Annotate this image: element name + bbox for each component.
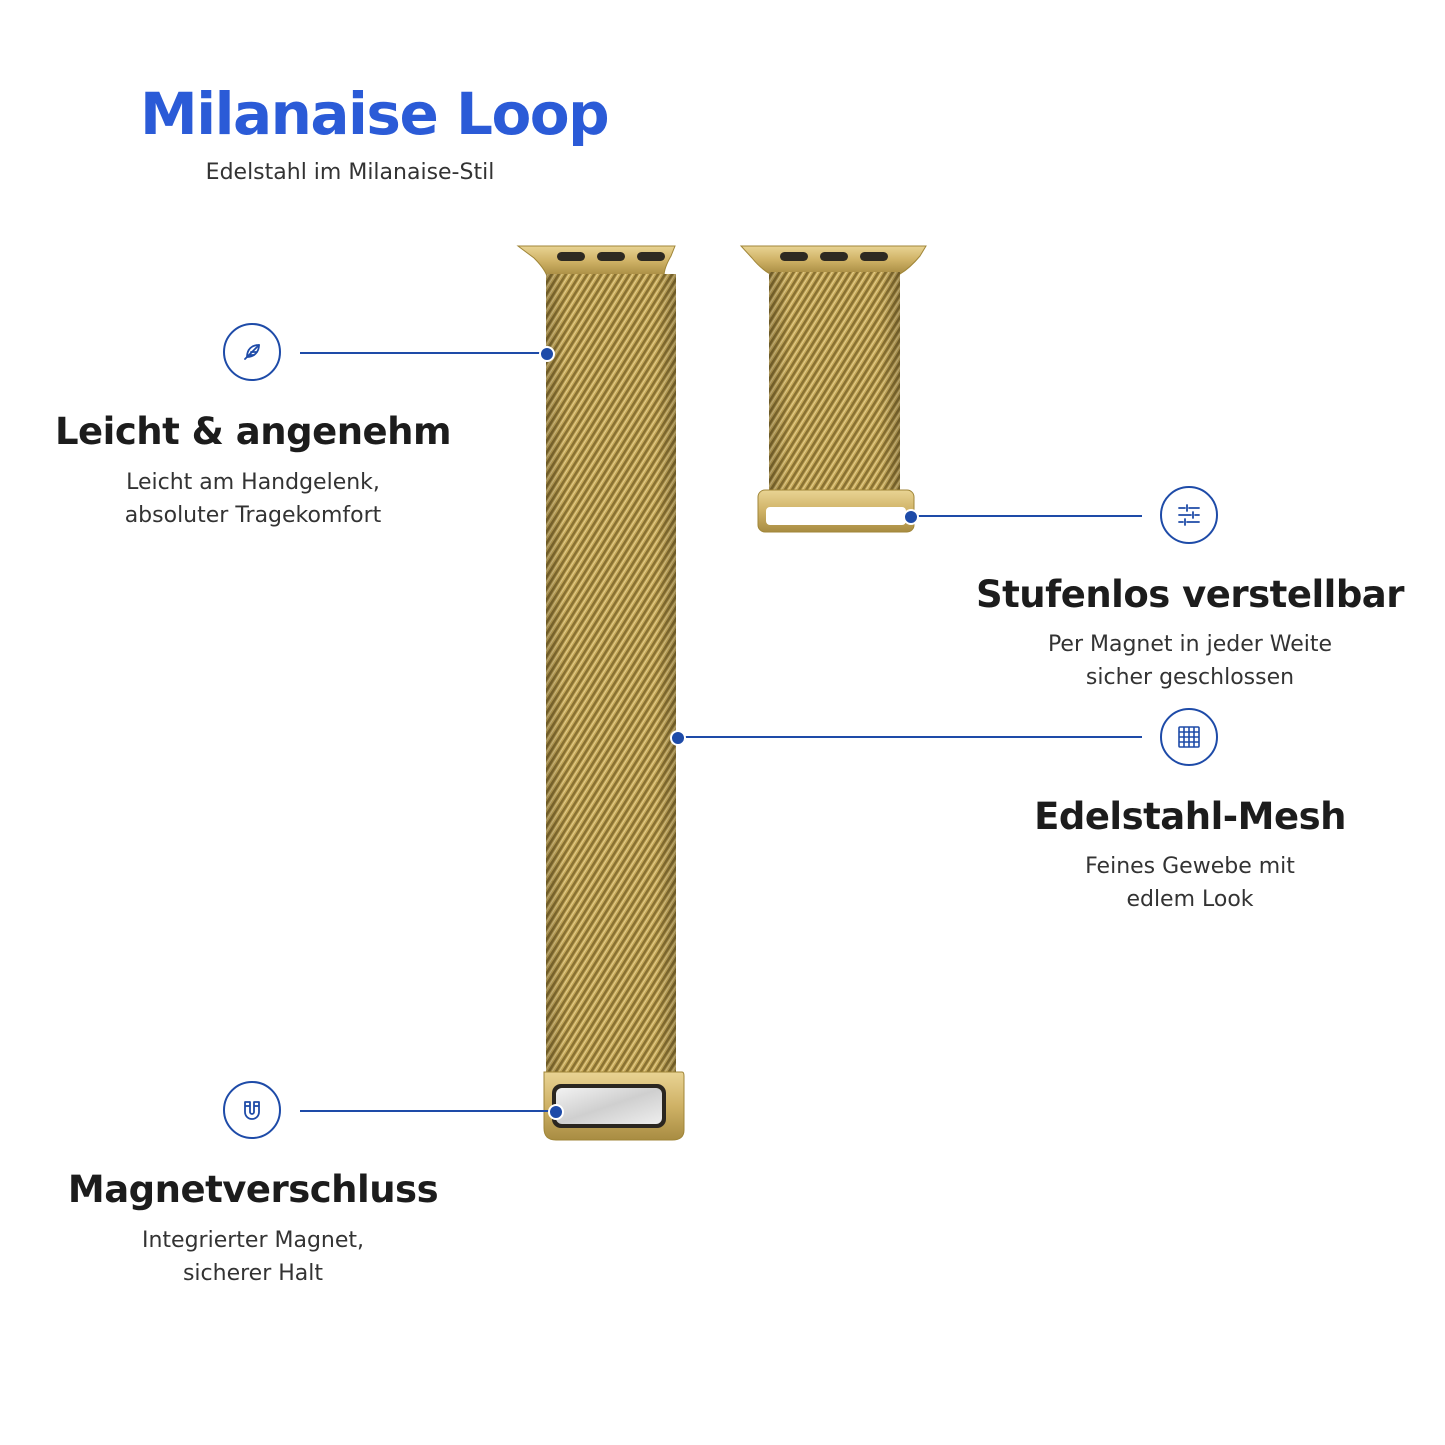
feature-title-adjustable: Stufenlos verstellbar <box>975 573 1405 616</box>
feature-desc-line: Feines Gewebe mit <box>1085 854 1295 879</box>
feather-icon <box>223 323 281 381</box>
connector-line-mesh <box>677 736 1142 738</box>
feature-title-magnet: Magnetverschluss <box>67 1168 439 1211</box>
connector-line-lightweight <box>300 352 546 354</box>
long-strap <box>516 245 685 1141</box>
feature-desc-line: absoluter Tragekomfort <box>124 503 382 528</box>
connector-dot-adjustable <box>903 509 919 525</box>
grid-icon <box>1160 708 1218 766</box>
connector-line-adjustable <box>910 515 1142 517</box>
feature-title-mesh: Edelstahl-Mesh <box>1034 795 1346 838</box>
sliders-icon <box>1160 486 1218 544</box>
feature-desc-adjustable: Per Magnet in jeder Weite sicher geschlo… <box>960 628 1420 694</box>
feature-desc-line: sicher geschlossen <box>1085 665 1295 690</box>
feature-desc-magnet: Integrierter Magnet, sicherer Halt <box>42 1224 464 1290</box>
magnet-icon <box>223 1081 281 1139</box>
feature-desc-line: Per Magnet in jeder Weite <box>1047 632 1333 657</box>
feature-title-lightweight: Leicht & angenehm <box>54 410 452 453</box>
feature-desc-line: Leicht am Handgelenk, <box>126 470 380 495</box>
feature-desc-mesh: Feines Gewebe mit edlem Look <box>980 850 1400 916</box>
feature-desc-line: Integrierter Magnet, <box>141 1228 365 1253</box>
connector-dot-magnet <box>548 1104 564 1120</box>
feature-desc-lightweight: Leicht am Handgelenk, absoluter Tragekom… <box>42 466 464 532</box>
page-subtitle: Edelstahl im Milanaise-Stil <box>205 160 495 185</box>
feature-desc-line: edlem Look <box>1126 887 1254 912</box>
feature-desc-line: sicherer Halt <box>182 1261 324 1286</box>
short-strap <box>739 245 927 533</box>
page-title: Milanaise Loop <box>140 80 610 148</box>
connector-dot-lightweight <box>539 346 555 362</box>
connector-dot-mesh <box>670 730 686 746</box>
connector-line-magnet <box>300 1110 555 1112</box>
